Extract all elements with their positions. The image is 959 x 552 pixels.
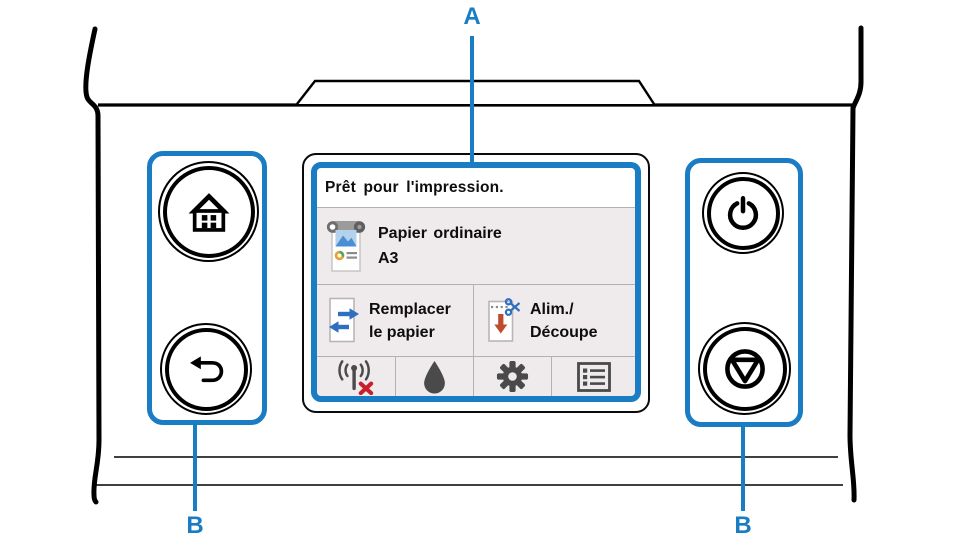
callout-label-a: A xyxy=(463,3,481,30)
feed-cut-label-line2: Découpe xyxy=(530,323,598,341)
callout-label-b-left: B xyxy=(186,512,204,539)
menu-icon xyxy=(576,361,611,392)
home-button-ring xyxy=(162,165,255,258)
home-button[interactable] xyxy=(158,161,259,262)
right-button-group-highlight xyxy=(685,158,803,427)
callout-label-b-right: B xyxy=(734,512,752,539)
touchscreen-highlight xyxy=(311,162,641,402)
replace-paper-icon xyxy=(329,297,359,342)
power-icon xyxy=(727,196,759,231)
toolbar-row xyxy=(317,356,635,396)
callout-line-a xyxy=(470,36,474,164)
stop-button[interactable] xyxy=(698,322,791,415)
settings-icon xyxy=(496,360,529,393)
ink-button[interactable] xyxy=(395,357,473,396)
paper-info-button[interactable]: Papier ordinaire A3 xyxy=(317,207,635,284)
paper-type: Papier ordinaire xyxy=(378,225,502,242)
status-text: Prêt pour l'impression. xyxy=(325,178,504,196)
replace-paper-button[interactable]: Remplacer le papier xyxy=(317,285,473,356)
ink-icon xyxy=(424,360,445,394)
roll-paper-icon xyxy=(326,221,366,272)
feed-cut-label-line1: Alim./ xyxy=(530,300,574,318)
paper-size: A3 xyxy=(378,250,399,267)
menu-button[interactable] xyxy=(551,357,635,396)
replace-paper-label-line1: Remplacer xyxy=(369,300,451,318)
left-button-group-highlight xyxy=(147,151,267,425)
feed-cut-button[interactable]: Alim./ Découpe xyxy=(473,285,635,356)
back-button-ring xyxy=(164,327,248,411)
stop-button-ring xyxy=(702,326,787,411)
home-icon xyxy=(188,193,229,232)
power-button-ring xyxy=(706,176,780,250)
touchscreen[interactable]: Prêt pour l'impression. Papier ordinaire xyxy=(317,168,635,396)
network-button[interactable] xyxy=(317,357,395,396)
action-row: Remplacer le papier xyxy=(317,284,635,356)
back-button[interactable] xyxy=(160,323,252,415)
settings-button[interactable] xyxy=(473,357,551,396)
network-disabled-icon xyxy=(338,359,374,395)
back-icon xyxy=(189,355,223,382)
power-button[interactable] xyxy=(702,172,784,254)
stop-icon xyxy=(724,348,765,389)
callout-line-b-right xyxy=(741,427,745,511)
callout-line-b-left xyxy=(193,425,197,511)
replace-paper-label-line2: le papier xyxy=(369,323,435,341)
feed-cut-icon xyxy=(488,297,521,342)
status-bar: Prêt pour l'impression. xyxy=(317,168,635,207)
